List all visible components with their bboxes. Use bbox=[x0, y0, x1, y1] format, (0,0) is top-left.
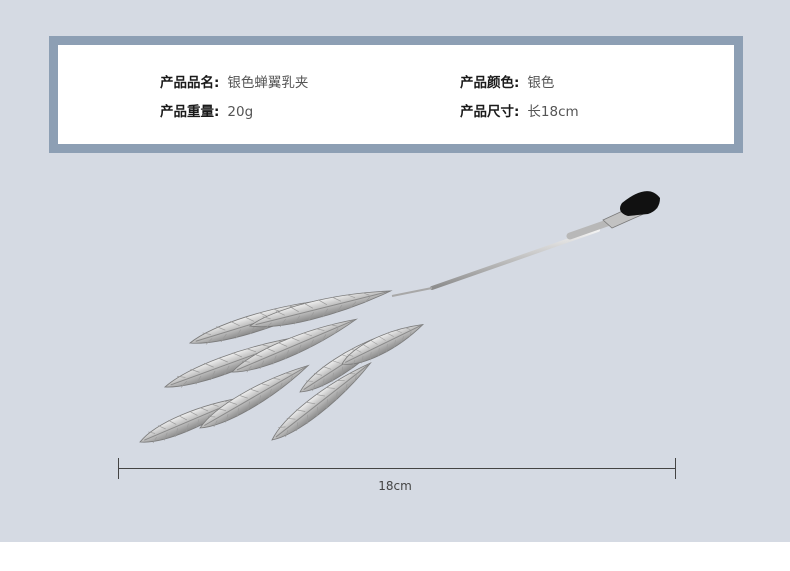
spec-color-value: 银色 bbox=[527, 75, 555, 91]
measure-tick-left bbox=[118, 458, 119, 479]
measure-label: 18cm bbox=[378, 479, 412, 493]
spec-size: 产品尺寸: 长18cm bbox=[460, 100, 579, 120]
clip-sleeve bbox=[566, 218, 614, 240]
spec-weight-label: 产品重量: bbox=[160, 104, 220, 120]
spec-frame: 产品品名: 银色蝉翼乳夹 产品颜色: 银色 产品重量: 20g 产品尺寸: 长18cm bbox=[49, 36, 743, 153]
spec-name-value: 银色蝉翼乳夹 bbox=[227, 75, 309, 91]
spec-name-label: 产品品名: bbox=[160, 75, 220, 91]
spec-color: 产品颜色: 银色 bbox=[460, 71, 554, 91]
spec-weight-value: 20g bbox=[227, 104, 254, 120]
spec-weight: 产品重量: 20g bbox=[160, 100, 253, 120]
leaf-cluster bbox=[135, 281, 428, 451]
clip-rod bbox=[430, 228, 600, 290]
length-measure bbox=[118, 458, 676, 480]
product-image bbox=[135, 191, 660, 451]
chain bbox=[391, 287, 433, 297]
spec-name: 产品品名: 银色蝉翼乳夹 bbox=[160, 71, 308, 91]
spec-color-label: 产品颜色: bbox=[460, 75, 520, 91]
spec-box: 产品品名: 银色蝉翼乳夹 产品颜色: 银色 产品重量: 20g 产品尺寸: 长18cm bbox=[58, 45, 734, 144]
measure-line bbox=[118, 468, 676, 469]
spec-size-value: 长18cm bbox=[527, 104, 579, 120]
product-panel: 产品品名: 银色蝉翼乳夹 产品颜色: 银色 产品重量: 20g 产品尺寸: 长18cm bbox=[0, 0, 790, 542]
spec-size-label: 产品尺寸: bbox=[460, 104, 520, 120]
clip-rubber-tip bbox=[620, 191, 660, 216]
measure-tick-right bbox=[675, 458, 676, 479]
